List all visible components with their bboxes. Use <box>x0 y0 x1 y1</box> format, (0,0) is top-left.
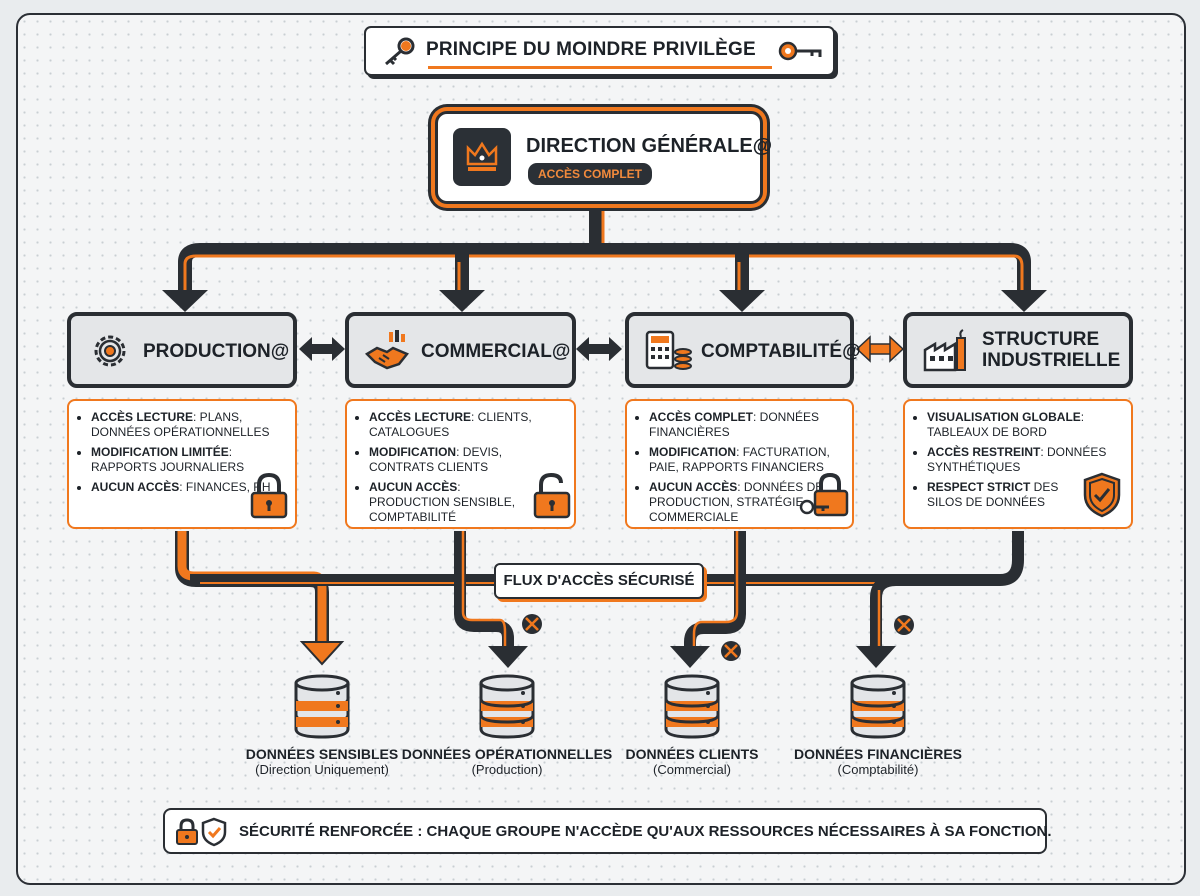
db-name: DONNÉES FINANCIÈRES <box>793 746 963 762</box>
shield-check-icon <box>201 817 227 847</box>
db-label-clients: DONNÉES CLIENTS (Commercial) <box>582 746 802 778</box>
db-name: DONNÉES CLIENTS <box>625 746 759 762</box>
db-label-financieres: DONNÉES FINANCIÈRES (Comptabilité) <box>768 746 988 778</box>
title-underline <box>428 66 772 69</box>
arrow-to-commercial <box>439 290 485 312</box>
db-sub: (Production) <box>471 762 543 777</box>
list-item: MODIFICATION: FACTURATION, PAIE, RAPPORT… <box>649 445 844 475</box>
access-badge: ACCÈS COMPLET <box>528 163 653 185</box>
page-title: PRINCIPE DU MOINDRE PRIVILÈGE <box>426 39 756 60</box>
db-label-sensibles: DONNÉES SENSIBLES (Direction Uniquement) <box>212 746 432 778</box>
flow-commercial <box>454 531 514 650</box>
factory-icon <box>923 329 966 372</box>
db-name: DONNÉES SENSIBLES <box>245 746 399 762</box>
double-arrow-2 <box>576 337 622 361</box>
db-sub: (Commercial) <box>653 762 731 777</box>
list-item: MODIFICATION: DEVIS, CONTRATS CLIENTS <box>369 445 566 475</box>
flow-structure <box>870 531 1024 650</box>
lock-key-icon <box>799 472 849 517</box>
blocked-icon-1 <box>522 614 542 634</box>
card-commercial: ACCÈS LECTURE: CLIENTS, CATALOGUES MODIF… <box>345 399 576 529</box>
dept-comptabilite: COMPTABILITÉ@ <box>625 312 861 388</box>
card-production: ACCÈS LECTURE: PLANS, DONNÉES OPÉRATIONN… <box>67 399 297 529</box>
blocked-icon-3 <box>894 615 914 635</box>
list-item: MODIFICATION LIMITÉE: RAPPORTS JOURNALIE… <box>91 445 287 475</box>
list-item: RESPECT STRICT DES SILOS DE DONNÉES <box>927 480 1073 510</box>
dept-production: PRODUCTION@ <box>67 312 297 388</box>
key-icon <box>778 41 822 61</box>
calculator-icon <box>645 330 692 370</box>
list-item: ACCÈS RESTREINT: DONNÉES SYNTHÉTIQUES <box>927 445 1123 475</box>
dept-name: PRODUCTION@ <box>143 341 290 362</box>
database-icon <box>850 674 906 739</box>
list-item: ACCÈS LECTURE: CLIENTS, CATALOGUES <box>369 410 566 440</box>
double-arrow-1 <box>299 337 345 361</box>
arrow-to-comptabilite <box>719 290 765 312</box>
flow-label: FLUX D'ACCÈS SÉCURISÉ <box>494 563 704 599</box>
direction-name: DIRECTION GÉNÉRALE@ <box>526 135 773 157</box>
blocked-icon-2 <box>721 641 741 661</box>
arrow-to-structure <box>1001 290 1047 312</box>
double-arrow-3 <box>855 335 905 363</box>
footer-text: SÉCURITÉ RENFORCÉE : CHAQUE GROUPE N'ACC… <box>239 823 1052 840</box>
footer-banner: SÉCURITÉ RENFORCÉE : CHAQUE GROUPE N'ACC… <box>163 808 1052 854</box>
title-box: PRINCIPE DU MOINDRE PRIVILÈGE <box>364 26 835 76</box>
gear-icon <box>94 335 126 367</box>
list-item: AUCUN ACCÈS: FINANCES, RH <box>91 480 287 495</box>
list-item: VISUALISATION GLOBALE: TABLEAUX DE BORD <box>927 410 1123 440</box>
direction-generale-box: DIRECTION GÉNÉRALE@ ACCÈS COMPLET <box>435 111 772 204</box>
open-lock-icon <box>533 472 571 519</box>
database-icon <box>294 674 350 739</box>
db-sub: (Direction Uniquement) <box>255 762 389 777</box>
db-name: DONNÉES OPÉRATIONNELLES <box>401 746 613 762</box>
dept-name: COMMERCIAL@ <box>421 341 571 362</box>
dept-name: COMPTABILITÉ@ <box>701 341 861 362</box>
db-sub: (Comptabilité) <box>837 762 919 777</box>
key-icon <box>385 37 415 66</box>
list-item: ACCÈS COMPLET: DONNÉES FINANCIÈRES <box>649 410 844 440</box>
flow-production <box>175 531 329 645</box>
bus-line <box>178 243 1031 296</box>
dept-name-line2: INDUSTRIELLE <box>982 350 1121 371</box>
lock-icon <box>176 818 198 845</box>
crown-icon <box>453 128 511 186</box>
database-icon <box>664 674 720 739</box>
db-label-operationnelles: DONNÉES OPÉRATIONNELLES (Production) <box>397 746 617 778</box>
list-item: AUCUN ACCÈS: DONNÉES DE PRODUCTION, STRA… <box>649 480 844 525</box>
card-structure: VISUALISATION GLOBALE: TABLEAUX DE BORD … <box>903 399 1133 529</box>
dept-commercial: COMMERCIAL@ <box>345 312 576 388</box>
list-item: AUCUN ACCÈS: PRODUCTION SENSIBLE, COMPTA… <box>369 480 526 525</box>
lock-icon <box>250 472 288 519</box>
list-item: ACCÈS LECTURE: PLANS, DONNÉES OPÉRATIONN… <box>91 410 287 440</box>
dept-name-line1: STRUCTURE <box>982 329 1100 350</box>
database-icon <box>479 674 535 739</box>
handshake-icon <box>364 330 410 370</box>
arrow-to-production <box>162 290 208 312</box>
flow-comptabilite <box>684 531 746 650</box>
shield-check-icon <box>1083 472 1121 518</box>
card-comptabilite: ACCÈS COMPLET: DONNÉES FINANCIÈRES MODIF… <box>625 399 854 529</box>
